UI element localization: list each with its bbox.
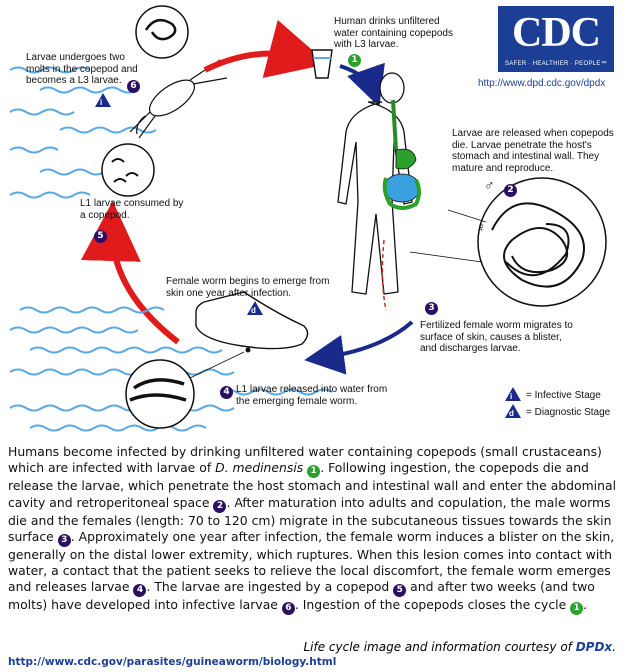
female-symbol: ♀: [476, 219, 487, 235]
desc-part-5: . The larvae are ingested by a copepod: [146, 579, 394, 595]
legend-d-letter: d: [509, 409, 514, 418]
water-waves-top: [9, 66, 157, 199]
step2-label: Larvae are released when copepods die. L…: [452, 128, 614, 174]
magnified-larva-circle: [135, 5, 189, 59]
badge-step-5: 5: [94, 230, 107, 243]
diagram-artwork: [9, 5, 607, 432]
copepods-circle: [101, 143, 155, 197]
desc-part-1: Humans become infected by drinking unfil…: [8, 444, 602, 476]
infective-stage-triangle: [95, 93, 111, 107]
desc-badge-5: 5: [393, 584, 407, 598]
l1-larvae-circle: [125, 351, 245, 429]
legend-infective-icon: [505, 387, 521, 401]
arrow-3-to-4: [304, 320, 414, 375]
cdc-logo-text: CDC: [512, 10, 601, 56]
badge-step-3: 3: [425, 302, 438, 315]
badge-step-1: 1: [348, 54, 361, 67]
biology-url-link[interactable]: http://www.cdc.gov/parasites/guineaworm/…: [8, 656, 337, 668]
desc-part-7: . Ingestion of the copepods closes the c…: [294, 597, 571, 613]
copepod-illustration: [129, 59, 228, 139]
courtesy-end: .: [612, 640, 616, 654]
dpdx-brand: DPDx: [575, 640, 613, 654]
legend-diagnostic-text: = Diagnostic Stage: [526, 407, 611, 418]
badge-step-2: 2: [504, 184, 517, 197]
desc-badge-4: 4: [133, 584, 147, 598]
female-emerge-label: Female worm begins to emerge from skin o…: [166, 276, 330, 299]
step6-label: Larvae undergoes two molts in the copepo…: [26, 52, 138, 86]
glass-of-water: [311, 49, 333, 79]
diagnostic-stage-triangle: [247, 301, 263, 315]
dpdx-url-link[interactable]: http://www.dpd.cdc.gov/dpdx: [478, 78, 606, 89]
legend-infective-text: = Infective Stage: [526, 390, 601, 401]
desc-part-4: . Approximately one year after infection…: [8, 528, 615, 595]
species-name: D. medinensis: [215, 460, 304, 476]
migrating-worm-leg: [381, 239, 387, 311]
desc-badge-1b: 1: [570, 602, 584, 616]
desc-badge-6: 6: [281, 602, 295, 616]
courtesy-line: Life cycle image and information courtes…: [303, 640, 616, 654]
desc-badge-1: 1: [307, 465, 321, 479]
foot: [195, 291, 309, 353]
arrow-4-to-5: [80, 201, 180, 345]
badge-step-4: 4: [220, 386, 233, 399]
cdc-logo-tagline: SAFER · HEALTHIER · PEOPLE™: [504, 61, 607, 67]
desc-part-6: and after two weeks (and two molts) have…: [8, 579, 595, 613]
adult-worms-circle: [409, 177, 607, 307]
courtesy-text: Life cycle image and information courtes…: [303, 640, 576, 654]
step3-label: Fertilized female worm migrates to surfa…: [420, 320, 573, 354]
life-cycle-diagram: CDC SAFER · HEALTHIER · PEOPLE™ http://w…: [9, 5, 614, 432]
male-symbol: ♂: [484, 177, 495, 193]
diagnostic-triangle-letter: d: [251, 306, 256, 315]
desc-part-2: . Following ingestion, the copepods die …: [8, 460, 617, 510]
water-waves-bottom: [9, 306, 333, 432]
desc-badge-2: 2: [213, 499, 227, 513]
step4-label: L1 larvae released into water from the e…: [236, 384, 388, 407]
arrow-6-to-1: [203, 19, 329, 78]
legend-i-letter: i: [510, 392, 513, 401]
desc-part-3: . After maturation into adults and copul…: [8, 494, 612, 544]
digestive-system: [382, 99, 421, 210]
badge-step-6: 6: [127, 80, 140, 93]
step5-label: L1 larvae consumed by a copepod.: [80, 198, 184, 221]
desc-part-8: .: [583, 597, 588, 613]
step1-label: Human drinks unfiltered water containing…: [334, 16, 453, 50]
legend-diagnostic-icon: [505, 404, 521, 418]
cdc-logo: CDC SAFER · HEALTHIER · PEOPLE™: [498, 6, 614, 72]
arrow-1-to-2: [339, 62, 385, 108]
infective-triangle-letter: i: [100, 98, 103, 107]
description-paragraph: Humans become infected by drinking unfil…: [8, 444, 620, 616]
desc-badge-3: 3: [57, 533, 71, 547]
